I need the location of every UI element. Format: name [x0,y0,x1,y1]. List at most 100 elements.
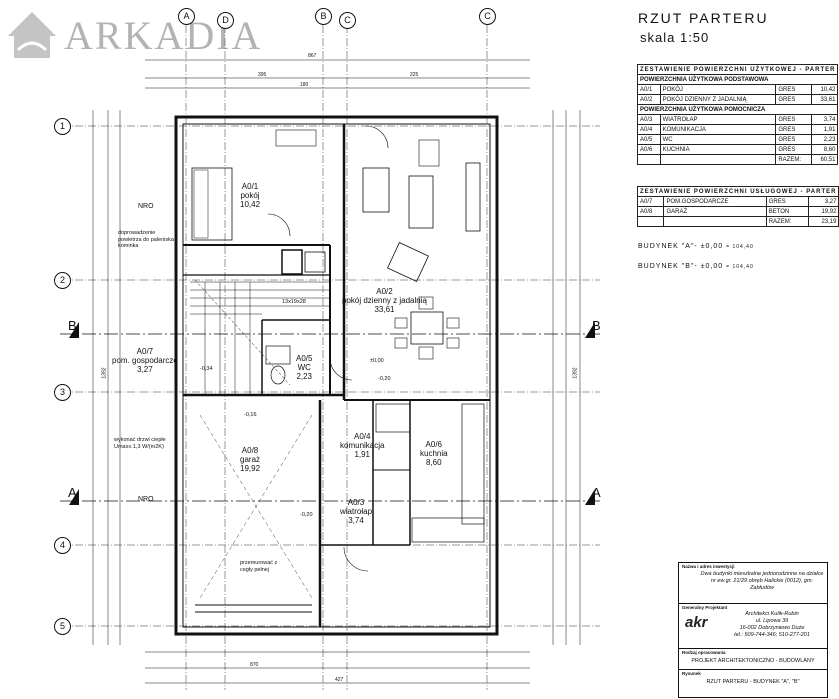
schedule-cell: POM.GOSPODARCZE [663,196,767,207]
nro-label: NRO [138,203,154,210]
schedule-cell: A0/3 [637,114,661,125]
axis-marker-top: B [315,8,332,25]
schedule-cell [636,216,665,227]
schedule-row: RAZEM:60,51 [637,154,839,165]
axis-marker-left: 3 [54,384,71,401]
level-mark: -0,20 [300,512,313,518]
schedule-cell: RAZEM: [765,216,809,227]
schedule-cell [659,154,777,165]
schedule-cell: 19,92 [807,206,839,217]
schedule-heading: ZESTAWIENIE POWIERZCHNI USŁUGOWEJ - PART… [636,186,839,197]
schedule-cell: GRES [775,124,813,135]
axis-marker-left: 1 [54,118,71,135]
schedule-cell: A0/2 [637,94,661,105]
section-marker-a-left: A [68,485,77,500]
schedule-cell: GRES [775,114,813,125]
title-block-sheet: Rysunek RZUT PARTERU - BUDYNEK "A", "B" [682,671,800,685]
stairs-note: 13x19x28 [282,299,306,305]
dimension-label: 870 [250,662,259,668]
level-mark: -0,20 [378,376,391,382]
schedule-cell: POKÓJ [659,84,777,95]
schedule-cell: A0/8 [636,206,665,217]
schedule-cell: KOMUNIKACJA [659,124,777,135]
dimension-label: 180 [300,82,309,88]
schedule-cell: GRES [775,84,813,95]
door-note: wykonać drzwi ciepłe Umax≤ 1,3 W/(m2K) [114,437,166,450]
schedule-cell: POWIERZCHNIA UŻYTKOWA POMOCNICZA [636,104,839,115]
level-mark: ±0,00 [370,358,384,364]
schedule-cell: GRES [775,134,813,145]
schedule-cell: GRES [775,144,813,155]
schedule-cell: 60,51 [811,154,839,165]
schedule-cell: 8,60 [811,144,839,155]
schedule-cell: KUCHNIA [659,144,777,155]
dimension-label: 225 [410,72,419,78]
schedule-cell: A0/5 [637,134,661,145]
schedule-row: RAZEM:23,19 [636,216,839,227]
schedule-cell: RAZEM: [775,154,813,165]
schedule-heading: ZESTAWIENIE POWIERZCHNI UŻYTKOWEJ - PART… [636,64,839,75]
schedule-cell: WIATROŁAP [659,114,777,125]
schedule-cell: A0/4 [637,124,661,135]
dimension-label: 427 [335,677,344,683]
section-marker-b-left: B [68,318,77,333]
schedule-cell [637,154,661,165]
dimension-label: 1392 [572,367,579,379]
schedule-cell: GRES [765,196,809,207]
schedule-cell: 2,23 [811,134,839,145]
schedule-cell: 3,27 [807,196,839,207]
schedule-cell [663,216,767,227]
schedule-cell: A0/7 [636,196,665,207]
dimension-label: 1392 [101,367,108,379]
schedule-cell: 10,42 [811,84,839,95]
title-block-stage: Rodzaj opracowania PROJEKT ARCHITEKTONIC… [679,649,827,670]
schedule-cell: BETON [765,206,809,217]
section-marker-a-right: A [592,485,601,500]
axis-marker-top: C [339,12,356,29]
floor-plan [60,25,600,690]
title-block: Nazwa i adres inwestycji Dwa budynki mie… [678,562,828,698]
pass-note: przemurować z cegły pełnej [240,560,278,573]
axis-marker-left: 2 [54,272,71,289]
designer-logo: akr [685,614,708,631]
schedule-row: POWIERZCHNIA UŻYTKOWA PODSTAWOWA [636,74,839,85]
drawing-scale: skala 1:50 [640,30,710,45]
building-a-level: BUDYNEK "A"- ±0,00 = 104,40 [638,243,754,250]
axis-marker-top: A [178,8,195,25]
level-mark: -0,16 [244,412,257,418]
schedule-cell: POKÓJ DZIENNY Z JADALNIĄ [659,94,777,105]
schedule-cell: WC [659,134,777,145]
section-marker-b-right: B [592,318,601,333]
axis-marker-top: D [217,12,234,29]
drawing-title: RZUT PARTERU [638,10,769,26]
schedule-cell: POWIERZCHNIA UŻYTKOWA PODSTAWOWA [636,74,839,85]
chimney-note: doprowadzenie powietrza do paleniska kom… [118,230,174,249]
schedule-cell: A0/1 [637,84,661,95]
schedule-cell: 33,61 [811,94,839,105]
usable-area-schedule: ZESTAWIENIE POWIERZCHNI UŻYTKOWEJ - PART… [636,64,839,165]
schedule-cell: 3,74 [811,114,839,125]
building-b-level: BUDYNEK "B"- ±0,00 = 104,40 [638,263,754,270]
schedule-cell: GRES [775,94,813,105]
schedule-cell: 23,19 [807,216,839,227]
designer-lines: Architekci Kulik-Rubin ul. Lipowa 39 16-… [734,611,810,638]
dimension-label: 395 [258,72,267,78]
schedule-row: POWIERZCHNIA UŻYTKOWA POMOCNICZA [636,104,839,115]
title-block-object: Nazwa i adres inwestycji Dwa budynki mie… [679,563,827,604]
house-icon [8,12,56,58]
title-block-designer: Generalny Projektant akr Architekci Kuli… [679,604,827,649]
axis-marker-left: 4 [54,537,71,554]
